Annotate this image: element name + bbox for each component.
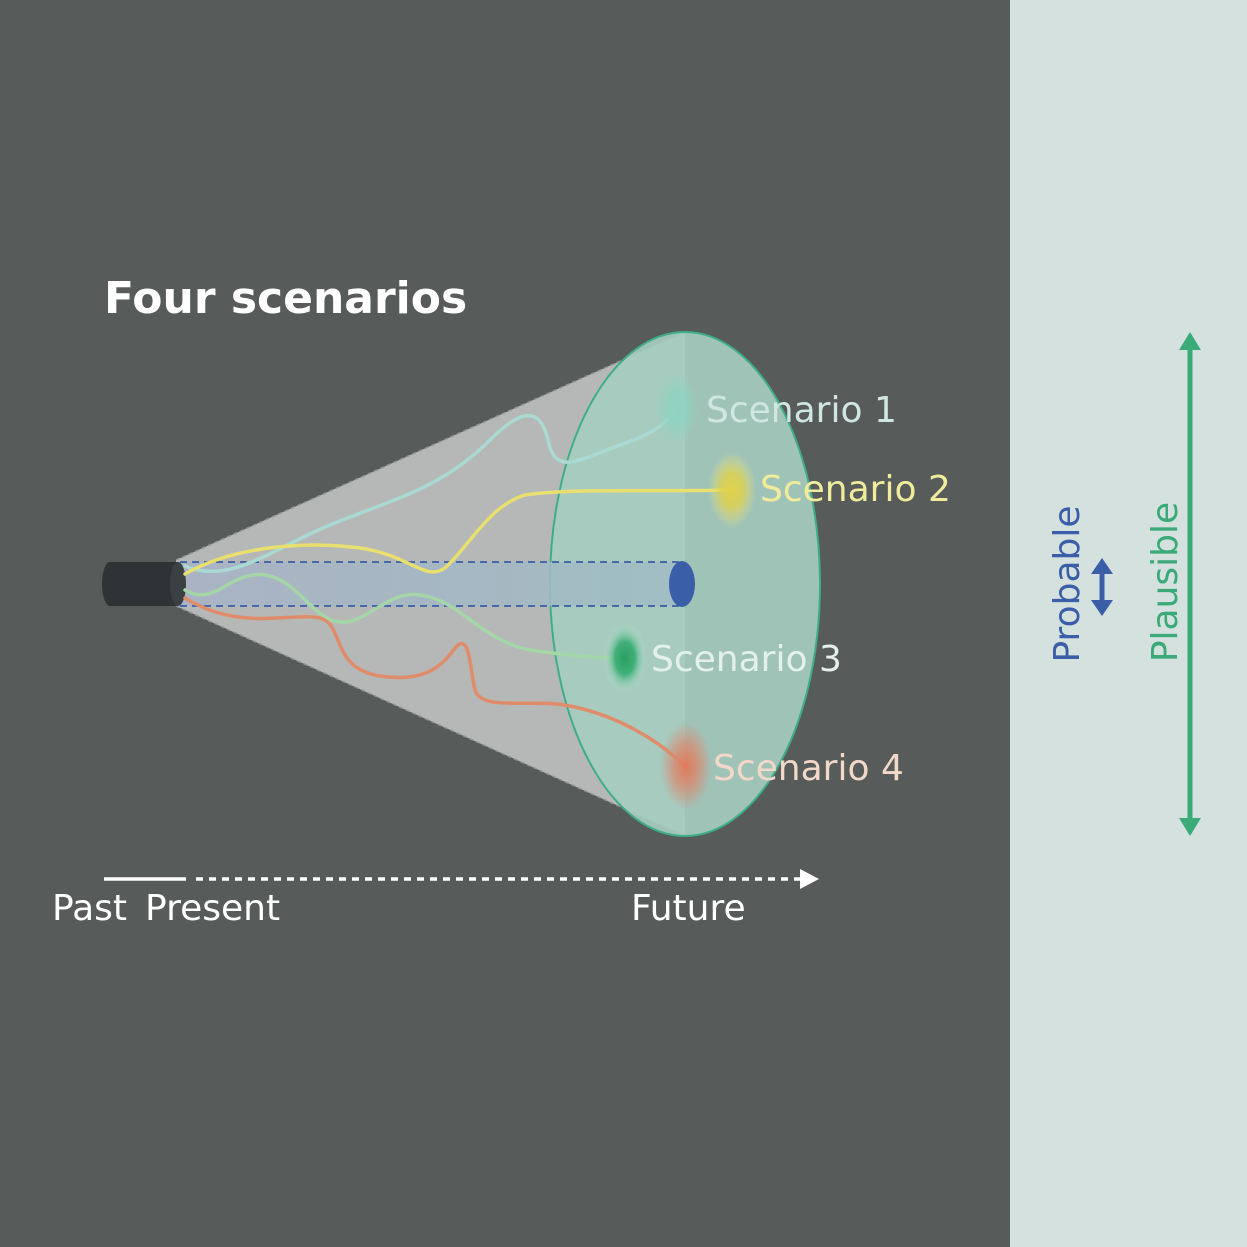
scenario-2-label: Scenario 2 (760, 469, 951, 510)
timeline-future-label: Future (631, 888, 746, 929)
present-cylinder (110, 562, 178, 606)
probable-tube (180, 562, 682, 606)
timeline-present-label: Present (145, 888, 280, 929)
scenario-3-marker (603, 622, 647, 694)
scenario-2-path (183, 488, 734, 576)
scenario-2-marker (708, 452, 756, 528)
scenario-1-label: Scenario 1 (706, 390, 897, 431)
present-cylinder-face (170, 562, 186, 606)
scenario-3-path (183, 572, 627, 660)
plausible-label: Plausible (1145, 502, 1186, 662)
present-cylinder-back (102, 562, 118, 606)
scenario-4-marker (660, 722, 712, 810)
cone-bottom-edge (175, 605, 686, 837)
plausible-arrow-down (1179, 818, 1201, 836)
probable-arrow-up (1091, 558, 1113, 574)
diagram-title: Four scenarios (104, 273, 467, 324)
timeline-past-label: Past (52, 888, 127, 929)
scenario-3-label: Scenario 3 (651, 639, 842, 680)
scenario-4-label: Scenario 4 (713, 748, 904, 789)
probable-arrow-down (1091, 600, 1113, 616)
probable-end-cap (669, 561, 695, 607)
scenario-4-path (183, 596, 687, 768)
scenario-1-marker (655, 372, 699, 444)
plausible-arrow-up (1179, 332, 1201, 350)
timeline-arrow-head (800, 869, 819, 889)
side-panel (1010, 0, 1247, 1247)
cone-top-edge (175, 331, 686, 561)
scenario-1-path (183, 408, 678, 574)
probable-label: Probable (1047, 505, 1088, 662)
